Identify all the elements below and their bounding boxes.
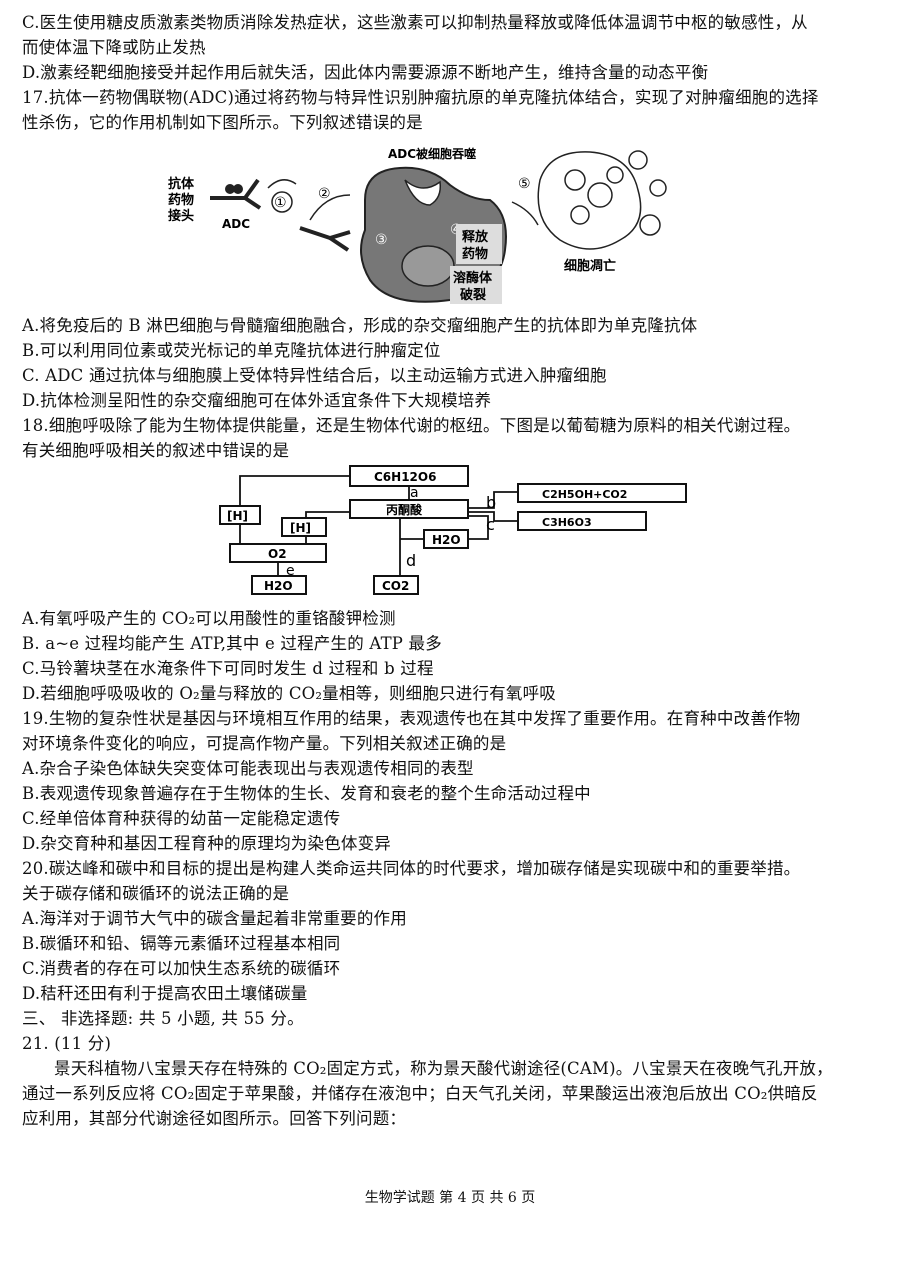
- label-lactate: C3H6O3: [542, 516, 592, 529]
- arrow-2-icon: [309, 194, 351, 221]
- q18-option-c: C.马铃薯块茎在水淹条件下可同时发生 d 过程和 b 过程: [22, 659, 434, 678]
- label-glucose: C6H12O6: [374, 470, 436, 484]
- q16-option-c-line2: 而使体温下降或防止发热: [22, 38, 206, 57]
- step-1: ①: [274, 195, 287, 211]
- adc-mechanism-diagram: 抗体 药物 接头 ADC ① ② ADC被细胞吞噬 ③ ④ 释放 药物: [168, 146, 667, 304]
- label-pyruvate: 丙酮酸: [386, 502, 423, 517]
- label-release-2: 药物: [462, 246, 488, 262]
- q17-stem-line2: 性杀伤，它的作用机制如下图所示。下列叙述错误的是: [22, 113, 423, 132]
- co2-box: [373, 575, 419, 595]
- lysosome-label-bg: [450, 266, 502, 304]
- label-linker: 接头: [168, 208, 194, 224]
- q16-option-d: D.激素经靶细胞接受并起作用后就失活，因此体内需要源源不断地产生，维持含量的动态…: [22, 63, 709, 82]
- arrow-1-icon: [267, 179, 297, 189]
- label-a: a: [410, 485, 419, 501]
- q17-option-c: C. ADC 通过抗体与细胞膜上受体特异性结合后，以主动运输方式进入肿瘤细胞: [22, 366, 607, 385]
- arrow-5-icon: [511, 201, 539, 226]
- label-antibody: 抗体: [168, 176, 195, 192]
- pathway-arrows-icon: [239, 475, 518, 576]
- label-h2o-out: H2O: [264, 579, 293, 593]
- h2-box: [281, 517, 327, 537]
- q17-option-a: A.将免疫后的 B 淋巴细胞与骨髓瘤细胞融合，形成的杂交瘤细胞产生的抗体即为单克…: [22, 316, 698, 335]
- q19-option-c: C.经单倍体育种获得的幼苗一定能稳定遗传: [22, 809, 341, 828]
- ethanol-box: [517, 483, 687, 503]
- label-h2: [H]: [290, 521, 311, 535]
- q18-stem-line1: 18.细胞呼吸除了能为生物体提供能量，还是生物体代谢的枢纽。下图是以葡萄糖为原料…: [22, 416, 801, 435]
- label-release-1: 释放: [462, 229, 489, 245]
- label-h1: [H]: [227, 509, 248, 523]
- q18-option-a: A.有氧呼吸产生的 CO₂可以用酸性的重铬酸钾检测: [22, 609, 396, 628]
- label-ethanol: C2H5OH+CO2: [542, 488, 627, 501]
- label-adc-engulfed: ADC被细胞吞噬: [388, 146, 476, 161]
- q19-stem-line2: 对环境条件变化的响应，可提高作物产量。下列相关叙述正确的是: [22, 734, 507, 753]
- label-lysosome-2: 破裂: [460, 287, 487, 303]
- q20-option-b: B.碳循环和铅、镉等元素循环过程基本相同: [22, 934, 341, 953]
- label-h2o-in: H2O: [432, 533, 461, 547]
- q18-option-d: D.若细胞呼吸吸收的 O₂量与释放的 CO₂量相等，则细胞只进行有氧呼吸: [22, 684, 556, 703]
- label-apoptosis: 细胞凋亡: [564, 258, 616, 274]
- step-2: ②: [318, 186, 331, 202]
- label-o2: O2: [268, 547, 287, 561]
- q20-option-c: C.消费者的存在可以加快生态系统的碳循环: [22, 959, 341, 978]
- q20-stem-line2: 关于碳存储和碳循环的说法正确的是: [22, 884, 290, 903]
- q20-stem-line1: 20.碳达峰和碳中和目标的提出是构建人类命运共同体的时代要求，增加碳存储是实现碳…: [22, 859, 801, 878]
- q17-option-d: D.抗体检测呈阳性的杂交瘤细胞可在体外适宜条件下大规模培养: [22, 391, 492, 410]
- q19-stem-line1: 19.生物的复杂性状是基因与环境相互作用的结果，表观遗传也在其中发挥了重要作用。…: [22, 709, 801, 728]
- q18-option-b: B. a~e 过程均能产生 ATP,其中 e 过程产生的 ATP 最多: [22, 634, 442, 653]
- adc-molecule-icon: [210, 178, 262, 210]
- lysosome: [401, 245, 455, 287]
- label-d: d: [406, 551, 416, 570]
- q21-para-line1: 景天科植物八宝景天存在特殊的 CO₂固定方式，称为景天酸代谢途径(CAM)。八宝…: [54, 1059, 833, 1078]
- step-1-circle: [271, 191, 293, 213]
- label-adc: ADC: [222, 217, 250, 231]
- q20-option-a: A.海洋对于调节大气中的碳含量起着非常重要的作用: [22, 909, 407, 928]
- q19-option-a: A.杂合子染色体缺失突变体可能表现出与表观遗传相同的表型: [22, 759, 474, 778]
- q20-option-d: D.秸秆还田有利于提高农田土壤储碳量: [22, 984, 308, 1003]
- label-c: c: [486, 515, 495, 534]
- label-drug: 药物: [168, 192, 194, 208]
- q17-option-b: B.可以利用同位素或荧光标记的单克隆抗体进行肿瘤定位: [22, 341, 441, 360]
- release-label-bg: [456, 224, 502, 264]
- label-co2: CO2: [382, 579, 409, 593]
- section-3-heading: 三、 非选择题: 共 5 小题, 共 55 分。: [22, 1009, 304, 1028]
- step-3: ③: [375, 232, 388, 248]
- q19-option-b: B.表观遗传现象普遍存在于生物体的生长、发育和衰老的整个生命活动过程中: [22, 784, 591, 803]
- endocytosis-vesicle: [404, 179, 442, 206]
- page-footer: 生物学试题 第 4 页 共 6 页: [364, 1190, 536, 1206]
- q17-stem-line1: 17.抗体一药物偶联物(ADC)通过将药物与特异性识别肿瘤抗原的单克隆抗体结合，…: [22, 88, 819, 107]
- respiration-pathway-diagram: C6H12O6 a 丙酮酸 C2H5OH+CO2 C3H6O3 b c d e …: [219, 465, 687, 595]
- step-5: ⑤: [518, 176, 531, 192]
- q21-para-line2: 通过一系列反应将 CO₂固定于苹果酸，并储存在液泡中；白天气孔关闭，苹果酸运出液…: [22, 1084, 818, 1103]
- label-lysosome-1: 溶酶体: [453, 270, 493, 286]
- q18-stem-line2: 有关细胞呼吸相关的叙述中错误的是: [22, 441, 290, 460]
- q19-option-d: D.杂交育种和基因工程育种的原理均为染色体变异: [22, 834, 391, 853]
- label-e: e: [286, 563, 295, 579]
- q21-heading: 21. (11 分): [22, 1034, 112, 1053]
- h2o-out-box: [251, 575, 307, 595]
- apoptotic-cell: [537, 150, 667, 250]
- label-b: b: [486, 493, 496, 512]
- q16-option-c-line1: C.医生使用糖皮质激素类物质消除发热症状，这些激素可以抑制热量释放或降低体温调节…: [22, 13, 808, 32]
- adc-binding-icon: [299, 226, 351, 252]
- q21-para-line3: 应利用，其部分代谢途径如图所示。回答下列问题：: [22, 1109, 407, 1128]
